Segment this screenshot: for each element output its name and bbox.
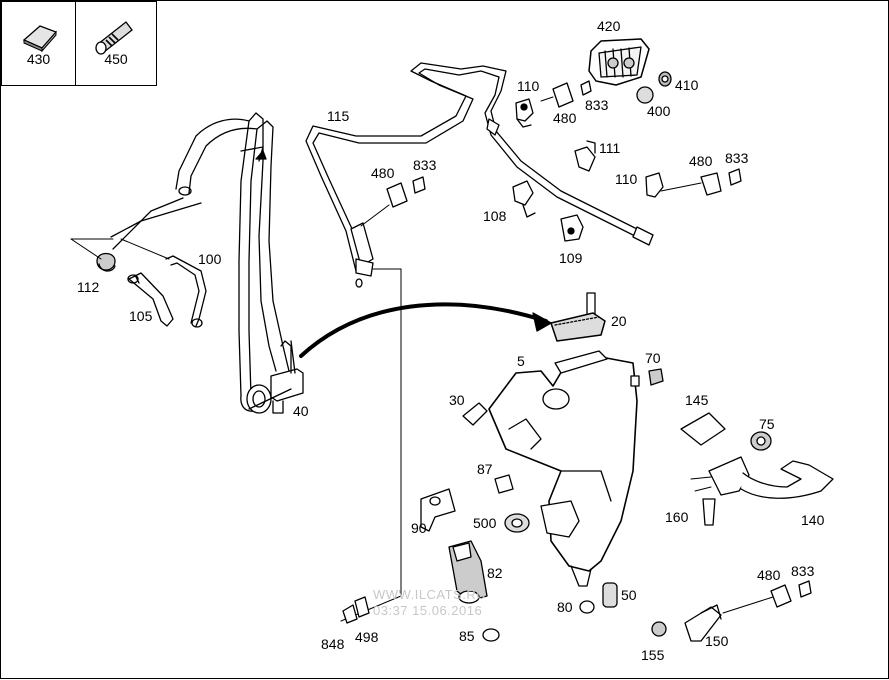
- callout-112[interactable]: 112: [77, 279, 100, 295]
- callout-480c[interactable]: 480: [689, 153, 713, 169]
- callout-145[interactable]: 145: [685, 392, 709, 408]
- callout-410[interactable]: 410: [675, 77, 699, 93]
- clamp-part-112: [70, 238, 116, 272]
- arrow-head: [532, 312, 552, 332]
- valve-part-150: [684, 604, 722, 642]
- hose-part-100: [120, 238, 207, 328]
- grommet-part-155: [651, 621, 667, 637]
- connector-group-mid: [360, 176, 426, 227]
- callout-100[interactable]: 100: [198, 251, 222, 267]
- callout-500[interactable]: 500: [473, 515, 497, 531]
- callout-80[interactable]: 80: [557, 599, 573, 615]
- callout-480b[interactable]: 480: [371, 165, 395, 181]
- callout-20[interactable]: 20: [611, 313, 627, 329]
- callout-90[interactable]: 90: [411, 520, 427, 536]
- callout-155[interactable]: 155: [641, 647, 665, 663]
- seal-part-500-inner: [511, 518, 523, 528]
- callout-848[interactable]: 848: [321, 636, 345, 652]
- watermark-timestamp: 03:37 15.06.2016: [373, 603, 483, 618]
- callout-833d[interactable]: 833: [791, 563, 815, 579]
- fastener-part-160: [702, 498, 716, 526]
- bracket-part-145: [680, 412, 726, 446]
- bracket-part-30: [462, 402, 488, 426]
- callout-30[interactable]: 30: [449, 392, 465, 408]
- callout-498[interactable]: 498: [355, 629, 379, 645]
- grille-part-420: [588, 38, 650, 86]
- callout-5[interactable]: 5: [517, 353, 525, 369]
- pump-part-40: [246, 340, 304, 414]
- callout-115[interactable]: 115: [327, 108, 350, 124]
- callout-833[interactable]: 833: [585, 97, 609, 113]
- assembly-arrow: [299, 302, 548, 358]
- watermark-site: WWW.ILCATS.RU: [373, 587, 487, 602]
- valve-part-110a: [515, 98, 534, 128]
- callout-105[interactable]: 105: [129, 308, 153, 324]
- callout-833c[interactable]: 833: [725, 150, 749, 166]
- callout-140[interactable]: 140: [801, 512, 825, 528]
- callout-70[interactable]: 70: [645, 350, 661, 366]
- legend-cell-450[interactable]: 450: [75, 1, 157, 86]
- seal-part-400: [636, 86, 654, 104]
- callout-160[interactable]: 160: [665, 509, 689, 525]
- seal-part-410-inner: [661, 75, 669, 83]
- connector-group-bottom: [722, 580, 812, 614]
- callout-110[interactable]: 110: [517, 78, 540, 94]
- valve-part-111: [574, 140, 596, 172]
- callout-108[interactable]: 108: [483, 208, 507, 224]
- plug-part-87: [494, 474, 514, 494]
- sender-part-20: [550, 292, 606, 342]
- reservoir-part-5: [488, 350, 640, 587]
- callout-420[interactable]: 420: [597, 18, 621, 34]
- callout-50[interactable]: 50: [621, 587, 637, 603]
- callout-109[interactable]: 109: [559, 250, 583, 266]
- hose-part-105: [127, 272, 174, 327]
- callout-480[interactable]: 480: [553, 110, 577, 126]
- hose-piece-icon: [95, 21, 133, 55]
- plug-part-80: [579, 600, 595, 614]
- pad-icon: [22, 25, 58, 53]
- connector-group-top: [540, 80, 592, 108]
- pump-part-82: [448, 540, 488, 604]
- callout-833b[interactable]: 833: [413, 157, 437, 173]
- legend-label-430: 430: [26, 51, 51, 67]
- connector-group-right: [700, 168, 742, 196]
- hose-part-140: [690, 456, 834, 499]
- callout-110b[interactable]: 110: [615, 171, 638, 187]
- nozzle-part-848: [342, 596, 370, 624]
- legend-cell-430[interactable]: 430: [1, 1, 76, 86]
- grommet-part-85: [482, 628, 500, 642]
- legend-label-450: 450: [104, 51, 128, 67]
- callout-85[interactable]: 85: [459, 628, 475, 644]
- valve-part-108: [512, 180, 536, 218]
- pump-on-tank: [540, 500, 580, 538]
- callout-150[interactable]: 150: [705, 633, 729, 649]
- pump-part-90: [420, 488, 456, 532]
- callout-40[interactable]: 40: [293, 403, 309, 419]
- valve-part-110b: [645, 172, 702, 198]
- filter-part-50: [602, 582, 618, 608]
- grommet-part-75-hole: [756, 436, 766, 446]
- callout-480d[interactable]: 480: [757, 567, 781, 583]
- hose-part-115: [305, 62, 654, 288]
- callout-82[interactable]: 82: [487, 565, 503, 581]
- callout-400[interactable]: 400: [647, 103, 671, 119]
- grommet-part-70: [648, 368, 664, 386]
- callout-75[interactable]: 75: [759, 416, 775, 432]
- callout-87[interactable]: 87: [477, 461, 493, 477]
- callout-111[interactable]: 111: [599, 140, 621, 156]
- clip-part-109: [560, 214, 584, 242]
- left-hose-assembly: [110, 112, 290, 412]
